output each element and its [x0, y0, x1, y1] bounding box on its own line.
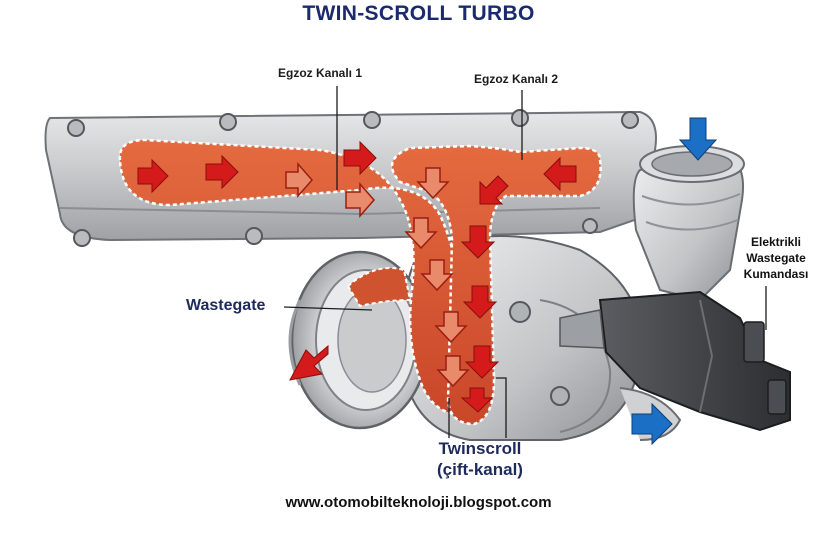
arrow-right-icon — [205, 154, 239, 190]
callout-lines — [283, 86, 767, 438]
wastegate-actuator — [559, 290, 791, 432]
flow-arrows-solid — [137, 140, 577, 413]
footer-url: www.otomobilteknoloji.blogspot.com — [285, 494, 552, 511]
label-actuator-line2: Wastegate — [746, 251, 806, 265]
flow-arrows-outline — [285, 162, 470, 388]
arrow-down-icon — [436, 355, 470, 388]
arrow-down-icon — [416, 167, 450, 200]
arrow-left-icon — [543, 156, 577, 192]
arrow-down-left-icon — [479, 175, 509, 205]
air-arrows — [631, 117, 718, 446]
arrow-down-icon — [460, 387, 494, 413]
arrow-down-icon — [404, 217, 438, 250]
arrow-down-icon — [462, 285, 498, 319]
label-actuator-line1: Elektrikli — [750, 235, 802, 249]
arrow-right-icon — [137, 158, 169, 194]
arrow-right-icon — [631, 402, 673, 446]
arrow-down-icon — [460, 225, 496, 259]
label-twinscroll-line2: (çift-kanal) — [437, 460, 523, 479]
arrow-down-icon — [434, 311, 468, 344]
label-exhaust-channel-1: Egzoz Kanalı 1 — [278, 66, 363, 80]
arrow-down-left-icon — [289, 344, 329, 381]
arrow-down-icon — [678, 117, 718, 161]
label-exhaust-channel-2: Egzoz Kanalı 2 — [474, 72, 559, 86]
arrow-down-right-icon — [285, 162, 313, 198]
arrow-right-icon — [345, 182, 375, 218]
arrow-down-icon — [420, 259, 454, 292]
arrow-right-icon — [343, 140, 377, 176]
arrow-down-icon — [464, 345, 500, 379]
label-actuator-line3: Kumandası — [743, 267, 809, 281]
label-twinscroll: Twinscroll (çift-kanal) — [424, 438, 536, 480]
label-twinscroll-line1: Twinscroll — [438, 439, 522, 458]
label-wastegate: Wastegate — [186, 297, 266, 314]
label-electric-wastegate-actuator: Elektrikli Wastegate Kumandası — [726, 234, 826, 282]
diagram-title: TWIN-SCROLL TURBO — [302, 2, 535, 25]
